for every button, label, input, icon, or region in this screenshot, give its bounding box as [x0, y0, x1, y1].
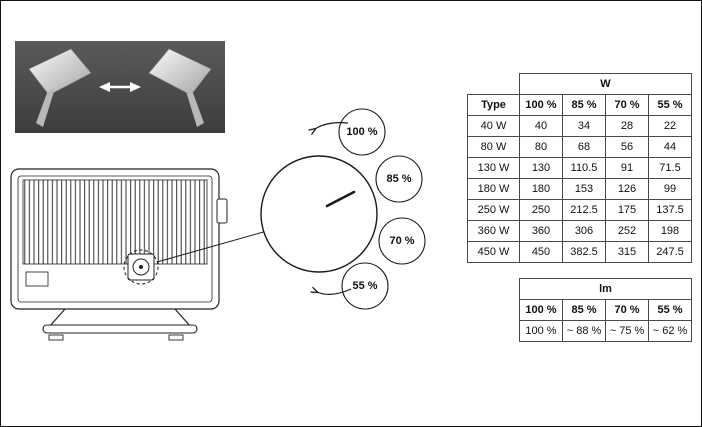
dial-option-label-100: 100 %: [346, 126, 378, 138]
swivel-arrow-icon: [99, 82, 141, 92]
table-cell: 450 W: [467, 241, 520, 263]
table-cell: 44: [648, 136, 692, 158]
table-cell: 130 W: [467, 157, 520, 179]
table-cell: 198: [648, 220, 692, 242]
table-cell: 40: [519, 115, 563, 137]
table-cell: 28: [605, 115, 649, 137]
table-cell: 306: [562, 220, 606, 242]
table-cell: 40 W: [467, 115, 520, 137]
table-cell: 180 W: [467, 178, 520, 200]
table-cell: 137.5: [648, 199, 692, 221]
label-plate: [25, 271, 49, 287]
table-cell: 99: [648, 178, 692, 200]
table-cell: 126: [605, 178, 649, 200]
blank-cell: [468, 74, 520, 95]
table-cell: 34: [562, 115, 606, 137]
table-cell: 252: [605, 220, 649, 242]
dial-pointer: [325, 190, 356, 208]
dial-option-label-85: 85 %: [386, 173, 412, 185]
table-cell: 110.5: [562, 157, 606, 179]
left-floodlight-illustration: [28, 48, 92, 127]
column-header: 85 %: [562, 94, 606, 116]
table-cell: 247.5: [648, 241, 692, 263]
table-cell: 91: [605, 157, 649, 179]
floodlight-rear-drawing: [10, 168, 228, 341]
column-header: 70 %: [605, 94, 649, 116]
table-cell: ~ 62 %: [648, 320, 692, 342]
table-cell: 130: [519, 157, 563, 179]
table-cell: 22: [648, 115, 692, 137]
table-row: 100 %~ 88 %~ 75 %~ 62 %: [519, 320, 692, 342]
dimmer-dial-circle: [260, 155, 378, 273]
right-floodlight-illustration: [148, 48, 212, 127]
table-cell: 80: [519, 136, 563, 158]
table-cell: 180: [519, 178, 563, 200]
column-header: 100 %: [519, 94, 563, 116]
table-cell: 360 W: [467, 220, 520, 242]
column-header: 100 %: [519, 299, 563, 321]
table-cell: 382.5: [562, 241, 606, 263]
dial-option-label-55: 55 %: [352, 280, 378, 292]
dial-option-label-70: 70 %: [389, 235, 415, 247]
mounting-bracket: [42, 308, 198, 341]
table-cell: 68: [562, 136, 606, 158]
table-cell: 250: [519, 199, 563, 221]
column-header: 55 %: [648, 94, 692, 116]
column-header: 85 %: [562, 299, 606, 321]
table-cell: 315: [605, 241, 649, 263]
table-group-header-row: W: [468, 73, 692, 95]
table-cell: 56: [605, 136, 649, 158]
table-cell: 175: [605, 199, 649, 221]
table-cell: 450: [519, 241, 563, 263]
group-header-cell: lm: [519, 278, 692, 300]
column-header: 55 %: [648, 299, 692, 321]
table-cell: 153: [562, 178, 606, 200]
column-header: Type: [467, 94, 520, 116]
table-cell: 100 %: [519, 320, 563, 342]
table-cell: 212.5: [562, 199, 606, 221]
table-cell: 250 W: [467, 199, 520, 221]
dimmer-knob: [127, 253, 155, 281]
heatsink-fins: [22, 179, 208, 265]
table-group-header-row: lm: [519, 278, 692, 300]
floodlight-aiming-photo: [15, 41, 225, 133]
side-hinge: [216, 198, 228, 224]
table-cell: 80 W: [467, 136, 520, 158]
table-cell: ~ 88 %: [562, 320, 606, 342]
table-cell: 360: [519, 220, 563, 242]
column-header: 70 %: [605, 299, 649, 321]
table-cell: ~ 75 %: [605, 320, 649, 342]
table-cell: 71.5: [648, 157, 692, 179]
group-header-cell: W: [519, 73, 692, 95]
table-header-row: 100 %85 %70 %55 %: [519, 299, 692, 321]
